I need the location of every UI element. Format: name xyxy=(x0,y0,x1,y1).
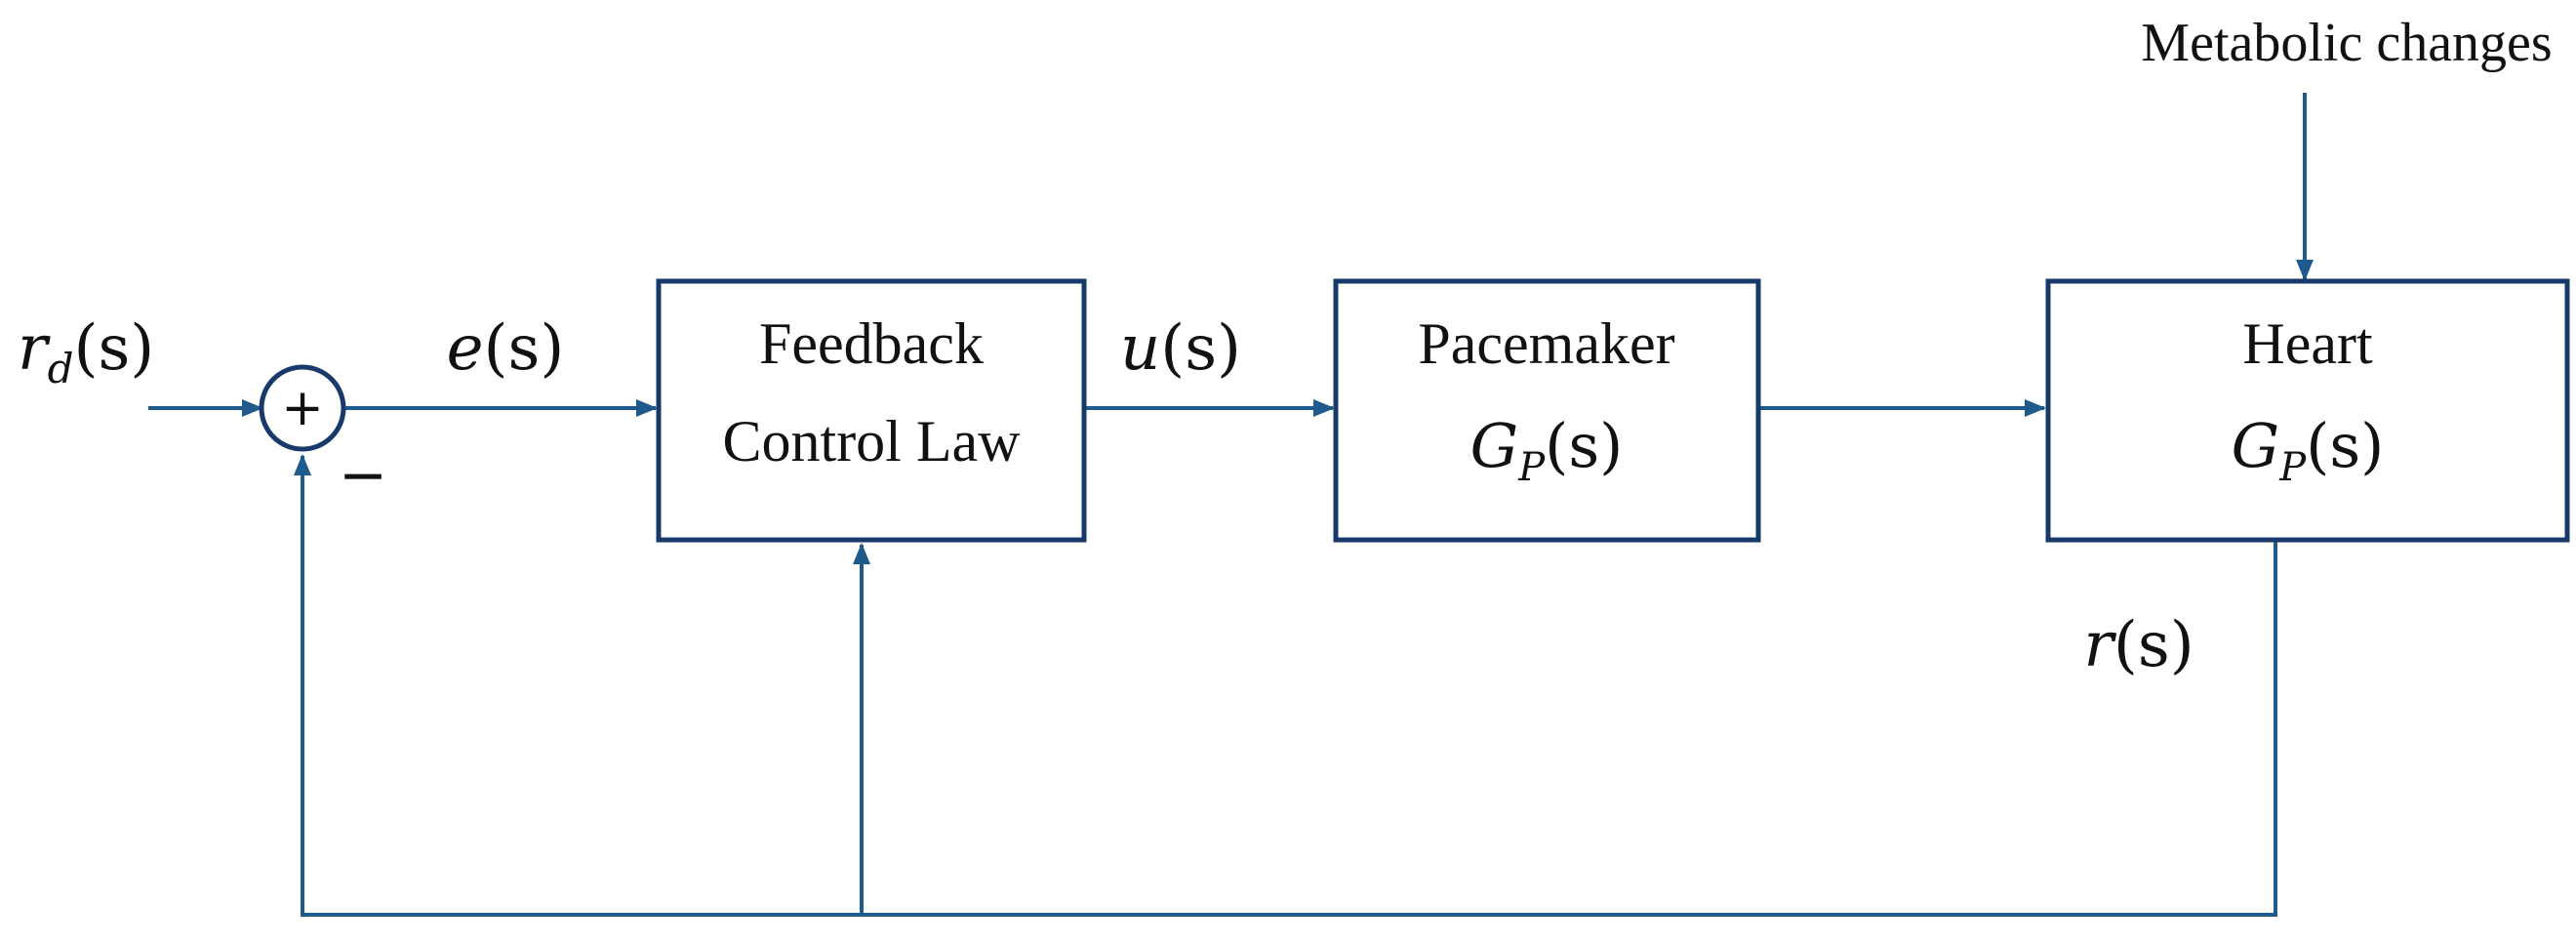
controller-label-line1: Feedback xyxy=(759,311,984,376)
r-arg: (s) xyxy=(2113,609,2194,681)
sum-plus-sign: + xyxy=(281,379,324,437)
control-signal-label: u(s) xyxy=(1120,312,1241,385)
controller-label-line2: Control Law xyxy=(723,409,1022,473)
pacemaker-tf-main: G xyxy=(1470,410,1519,481)
error-signal-label: e(s) xyxy=(447,312,565,385)
heart-tf-arg: (s) xyxy=(2306,410,2384,481)
r-main: r xyxy=(2083,609,2116,681)
reference-signal-label: rd(s) xyxy=(18,312,154,392)
rd-sub: d xyxy=(48,345,74,392)
pacemaker-transfer-function: GP(s) xyxy=(1470,410,1624,490)
rd-main: r xyxy=(18,312,51,385)
heart-title: Heart xyxy=(2242,311,2373,376)
heart-block: Heart GP(s) xyxy=(2045,278,2570,543)
heart-tf-main: G xyxy=(2232,410,2280,481)
e-arg: (s) xyxy=(484,312,565,385)
pacemaker-block: Pacemaker GP(s) xyxy=(1333,278,1761,543)
e-main: e xyxy=(447,312,484,385)
pacemaker-tf-sub: P xyxy=(1517,445,1546,490)
feedback-path xyxy=(294,454,2277,917)
output-signal-label: r(s) xyxy=(2083,609,2194,681)
u-arg: (s) xyxy=(1160,312,1241,385)
metabolic-changes-label: Metabolic changes xyxy=(2141,13,2552,73)
rd-arg: (s) xyxy=(73,312,154,385)
pacemaker-title: Pacemaker xyxy=(1418,311,1674,376)
u-main: u xyxy=(1120,312,1160,385)
heart-transfer-function: GP(s) xyxy=(2232,410,2385,490)
pacemaker-tf-arg: (s) xyxy=(1545,410,1623,481)
heart-tf-sub: P xyxy=(2278,445,2307,490)
summing-junction: + xyxy=(259,364,346,452)
feedback-control-law-block: Feedback Control Law xyxy=(656,278,1087,543)
sum-minus-sign: − xyxy=(339,441,387,510)
